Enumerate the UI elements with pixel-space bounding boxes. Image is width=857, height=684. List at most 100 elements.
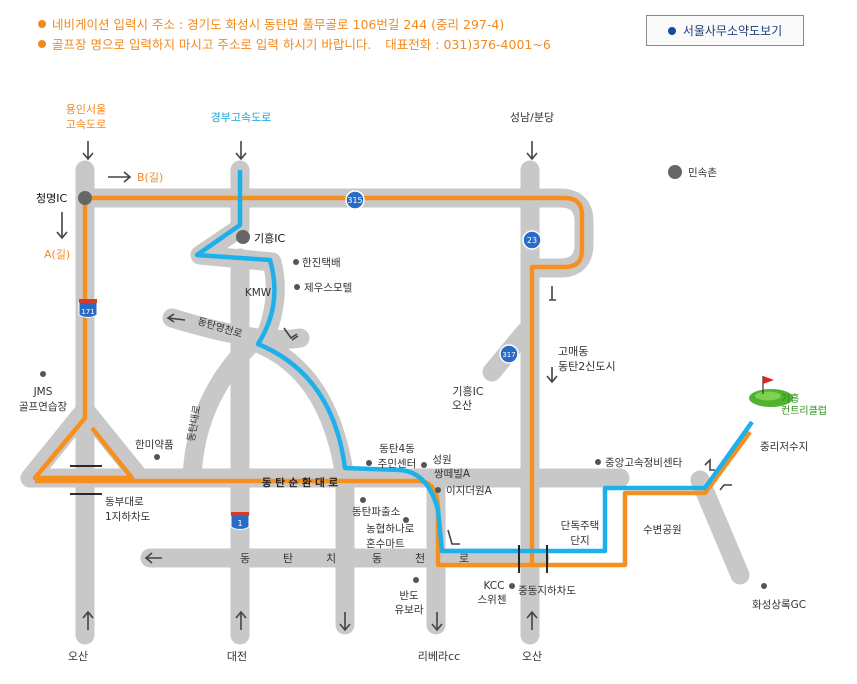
svg-text:천: 천 (415, 551, 425, 565)
label-suban-park: 수변공원 (643, 524, 682, 536)
golf-flag-icon (749, 376, 793, 407)
arrow-up-osan-bottom (526, 610, 538, 630)
label-kmw: KMW (245, 287, 272, 299)
label-dongtanchi-road: 동 탄 치 동 천 로 (240, 551, 469, 565)
giheung-ic-marker (236, 230, 250, 244)
label-central-service: 중앙고속정비센타 (605, 457, 683, 469)
arrow-left-dongtanchi (144, 552, 162, 564)
turn-arrow-nonghyup (447, 529, 460, 545)
direction-labels: 용인서울 고속도로 경부고속도로 성남/분당 B(길) A(길) 오산 대전 리… (44, 103, 616, 663)
label-gyeongbu: 경부고속도로 (211, 111, 272, 124)
label-minsokchon: 민속촌 (688, 167, 717, 179)
label-destination-2: 컨트리클럽 (781, 405, 827, 417)
arrow-down-yongin (82, 141, 94, 161)
svg-text:317: 317 (502, 351, 515, 359)
place-labels: 한진택배 제우스모텔 KMW 민속촌 JMS 골프연습장 한미약품 동탄4동 주… (19, 167, 827, 616)
label-danji-2: 단지 (570, 535, 589, 547)
label-seongwon-1: 성원 (432, 454, 451, 466)
shield-171: 171 (78, 299, 98, 318)
shield-23: 23 (522, 230, 542, 250)
label-kcc-1: KCC (484, 580, 505, 592)
place-dots (40, 259, 767, 589)
shield-317: 317 (499, 344, 519, 364)
phone-text: 대표전화 : 031)376-4001~6 (385, 37, 551, 52)
seoul-office-map-label: 서울사무소약도보기 (682, 24, 783, 38)
gray-road-network (20, 160, 750, 645)
svg-text:1: 1 (237, 519, 242, 528)
label-destination-1: 기흥 (781, 392, 799, 405)
bullet-icon (38, 40, 46, 48)
label-riviera: 리베라cc (418, 650, 460, 663)
arrow-down-gomae (546, 367, 558, 384)
label-jungdong: 중동지하차도 (518, 584, 576, 597)
blue-route (194, 170, 754, 554)
seoul-office-map-button[interactable]: 서울사무소약도보기 (646, 15, 804, 46)
label-dongbu-1: 동부대로 (105, 496, 144, 508)
label-nonghyup-2: 혼수마트 (366, 537, 405, 550)
bullet-icon (667, 26, 676, 35)
label-giheung-osan-2: 오산 (452, 399, 472, 412)
arrow-up-daejeon (235, 610, 247, 630)
label-danji-1: 단독주택 (561, 520, 600, 532)
minsokchon-marker (668, 165, 682, 179)
label-yongin-2: 고속도로 (66, 118, 106, 131)
svg-text:23: 23 (527, 236, 537, 245)
label-yongin-1: 용인서울 (66, 103, 106, 116)
label-jungni-reservoir: 중리저수지 (760, 441, 808, 453)
road-dongtan-daero-curve (182, 335, 260, 488)
turn-arrow-23 (549, 286, 556, 301)
label-osan-bottom: 오산 (522, 650, 542, 663)
label-jms-1: JMS (33, 386, 53, 398)
direction-arrows (56, 141, 732, 632)
arrow-down-a (56, 212, 68, 240)
label-hanjin: 한진택배 (302, 257, 341, 269)
label-bando-1: 반도 (399, 590, 419, 602)
address-notice: 네비게이션 입력시 주소 : 경기도 화성시 동탄면 풀무골로 106번길 24… (38, 14, 504, 33)
label-daejeon: 대전 (227, 650, 247, 663)
cheongmyeong-ic-marker (78, 191, 92, 205)
label-cheongmyeong-ic: 청명IC (36, 192, 67, 205)
label-sunhwan-road: 동 탄 순 환 대 로 (262, 476, 339, 489)
arrow-down-center (339, 612, 351, 632)
svg-text:동: 동 (240, 552, 250, 565)
turn-arrow-reservoir (704, 458, 715, 471)
svg-text:171: 171 (81, 308, 94, 316)
svg-text:치: 치 (326, 552, 336, 565)
label-dongtan4-2: 주민센터 (378, 458, 417, 470)
svg-text:로: 로 (459, 552, 469, 565)
instruction-notice: 골프장 명으로 입력하지 마시고 주소로 입력 하시기 바랍니다. 대표전화 : … (38, 34, 551, 53)
arrow-left-yeongcheon (166, 313, 186, 323)
label-jms-2: 골프연습장 (19, 401, 68, 413)
label-seongwon-2: 쌍떼빌A (434, 468, 471, 480)
road-reservoir (690, 470, 750, 585)
label-gomae-2: 동탄2신도시 (558, 360, 616, 373)
label-jeju-motel: 제우스모텔 (304, 282, 352, 294)
label-hwaseong-gc: 화성상록GC (752, 599, 806, 611)
arrow-down-gyeongbu (235, 141, 247, 161)
label-dongbu-2: 1지하차도 (105, 510, 151, 523)
label-nonghyup-1: 농협하나로 (366, 522, 415, 535)
label-hanmi: 한미약품 (135, 439, 174, 451)
address-text: 네비게이션 입력시 주소 : 경기도 화성시 동탄면 풀무골로 106번길 24… (52, 17, 505, 32)
label-gomae-1: 고매동 (558, 345, 588, 358)
svg-text:동: 동 (372, 552, 382, 565)
label-osan-left: 오산 (68, 650, 88, 663)
label-ijiduone: 이지더원A (446, 485, 493, 497)
label-a-road: A(길) (44, 248, 70, 261)
label-police: 동탄파출소 (352, 506, 401, 518)
label-b-road: B(길) (137, 171, 163, 184)
turn-arrow-reservoir-2 (719, 484, 732, 491)
instruction-text: 골프장 명으로 입력하지 마시고 주소로 입력 하시기 바랍니다. (52, 37, 372, 52)
label-seongnam: 성남/분당 (510, 111, 554, 124)
shield-1: 1 (230, 512, 250, 530)
arrow-down-seongnam (526, 141, 538, 161)
label-dongtan4-1: 동탄4동 (379, 443, 415, 455)
label-giheung-osan-1: 기흥IC (452, 384, 483, 398)
arrow-down-riviera (431, 612, 443, 632)
shield-315: 315 (345, 190, 365, 210)
underpass-markers (70, 465, 548, 573)
svg-text:탄: 탄 (283, 552, 293, 565)
turn-arrow-giheung (283, 327, 299, 341)
label-kcc-2: 스위첸 (478, 593, 507, 606)
